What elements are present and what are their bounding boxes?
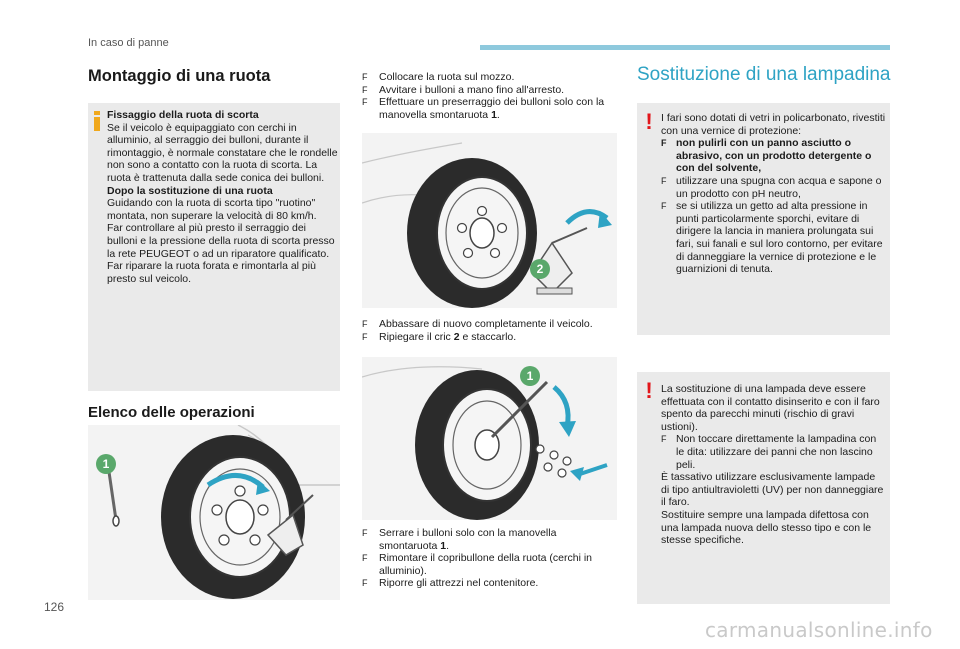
warning-box-1 [637,103,890,335]
bullet-icon: F [661,175,667,186]
bullet-icon: F [362,72,368,82]
bullet-icon: F [362,331,368,342]
info-box-text: Fissaggio della ruota di scorta Se il ve… [107,109,339,285]
info-title-fissaggio: Fissaggio della ruota di scorta [107,109,259,121]
warning-intro: La sostituzione di una lampada deve esse… [661,383,880,433]
callout-number: 1 [520,366,540,386]
info-icon [94,111,100,131]
bullet-icon: F [362,528,368,538]
info-paragraph: Guidando con la ruota di scorta tipo "ru… [107,197,317,222]
warning-paragraph: Sostituire sempre una lampada difettosa … [661,508,872,547]
bullet-icon: F [661,138,667,149]
warning-box-2 [637,372,890,604]
info-paragraph: Far riparare la ruota forata e rimontarl… [107,260,316,285]
page-number: 126 [44,600,65,614]
bullet-icon: F [362,553,368,564]
section-title-lampadina: Sostituzione di una lampadina [637,64,891,85]
section-subtitle-operazioni: Elenco delle operazioni [88,404,255,421]
callout-number: 1 [96,454,116,474]
info-paragraph: Se il veicolo è equipaggiato con cerchi … [107,121,338,184]
bullet-icon: F [661,201,667,212]
section-title-montaggio: Montaggio di una ruota [88,67,271,85]
running-header: In caso di panne [88,37,169,49]
tighten-bolts-illustration [362,357,617,520]
wheel-wrench-illustration [88,425,340,600]
bullet-icon: F [362,84,368,95]
bullet-icon: F [362,97,368,108]
warning-text-1: I fari sono dotati di vetri in policarbo… [661,112,886,276]
warning-icon: ! [645,378,653,403]
bullet-icon: F [661,434,667,445]
callout-number: 2 [530,259,550,279]
wheel-jack-illustration [362,133,617,308]
warning-text-2: La sostituzione di una lampada deve esse… [661,383,886,547]
warning-icon: ! [645,109,653,134]
warning-paragraph: È tassativo utilizzare esclusivamente la… [661,471,884,509]
warning-intro: I fari sono dotati di vetri in policarbo… [661,112,886,137]
bullet-icon: F [362,319,368,329]
header-accent-bar [480,45,890,50]
watermark: carmanualsonline.info [705,618,933,642]
info-paragraph: Far controllare al più presto il serragg… [107,222,335,260]
bullet-icon: F [362,578,368,589]
info-box [88,103,340,391]
info-title-dopo: Dopo la sostituzione di una ruota [107,184,273,197]
